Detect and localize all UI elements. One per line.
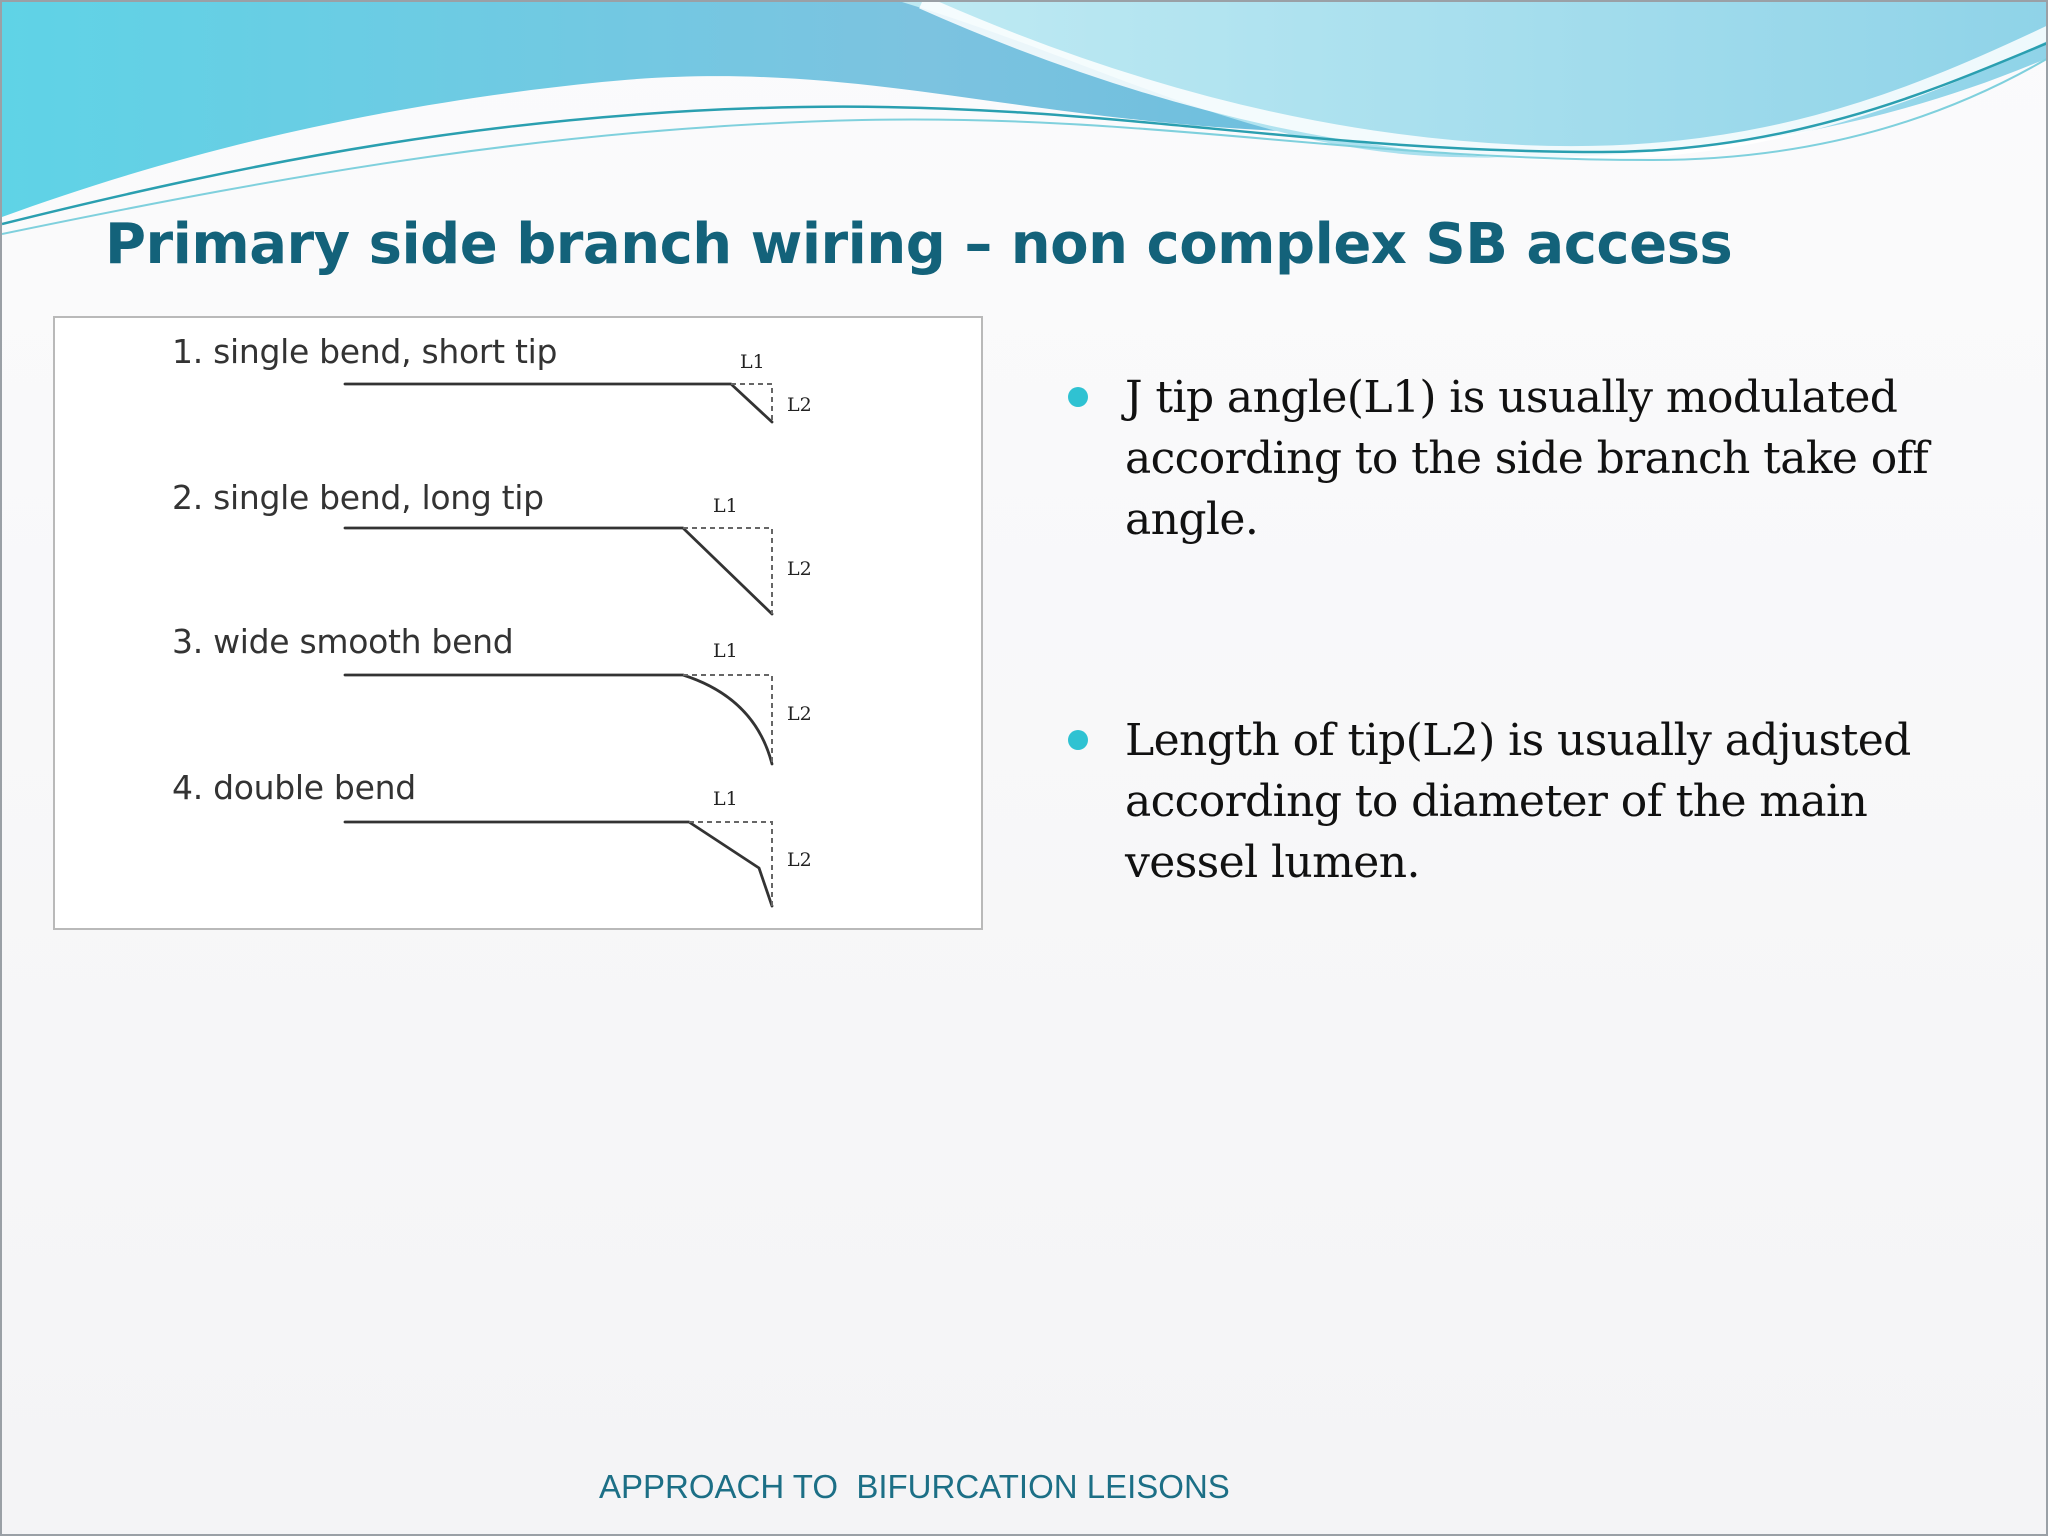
wire-4-l1-label: L1 bbox=[713, 788, 738, 810]
bullet-text: J tip angle(L1) is usually modulated acc… bbox=[1125, 372, 1929, 545]
wire-label-1: 1. single bend, short tip bbox=[172, 332, 558, 371]
wire-2-dim-lines bbox=[683, 527, 773, 614]
wire-3-l1-label: L1 bbox=[713, 640, 738, 662]
wire-2-l1-label: L1 bbox=[713, 495, 738, 517]
wire-2-shape bbox=[343, 526, 774, 616]
wire-label-2: 2. single bend, long tip bbox=[172, 478, 544, 517]
guidewire-bend-figure: 1. single bend, short tip L1 L2 2. singl… bbox=[53, 316, 983, 930]
wire-3-dim-lines bbox=[683, 674, 773, 764]
header-wave-decoration bbox=[2, 2, 2046, 235]
wire-1-l1-label: L1 bbox=[740, 351, 765, 373]
bullet-item: J tip angle(L1) is usually modulated acc… bbox=[1062, 367, 2002, 550]
slide-title: Primary side branch wiring – non complex… bbox=[105, 212, 1733, 277]
wire-4-shape bbox=[343, 820, 774, 908]
guidewire-diagram bbox=[343, 382, 774, 908]
wire-4-l2-label: L2 bbox=[787, 849, 812, 871]
wire-1-shape bbox=[343, 382, 774, 424]
wire-3-l2-label: L2 bbox=[787, 703, 812, 725]
wire-label-4: 4. double bend bbox=[172, 768, 416, 807]
wire-3-shape bbox=[343, 673, 774, 766]
wire-1-l2-label: L2 bbox=[787, 394, 812, 416]
wire-1-dim-lines bbox=[731, 383, 773, 422]
bullet-list: J tip angle(L1) is usually modulated acc… bbox=[1062, 367, 2002, 893]
bullet-text: Length of tip(L2) is usually adjusted ac… bbox=[1125, 715, 1911, 888]
wire-label-3: 3. wide smooth bend bbox=[172, 622, 514, 661]
wire-2-l2-label: L2 bbox=[787, 558, 812, 580]
bullet-item: Length of tip(L2) is usually adjusted ac… bbox=[1062, 710, 2002, 893]
bullet-dot-icon bbox=[1068, 387, 1088, 407]
bullet-dot-icon bbox=[1068, 730, 1088, 750]
slide-footer: APPROACH TO BIFURCATION LEISONS bbox=[599, 1468, 1230, 1505]
wire-4-dim-lines bbox=[689, 821, 773, 906]
